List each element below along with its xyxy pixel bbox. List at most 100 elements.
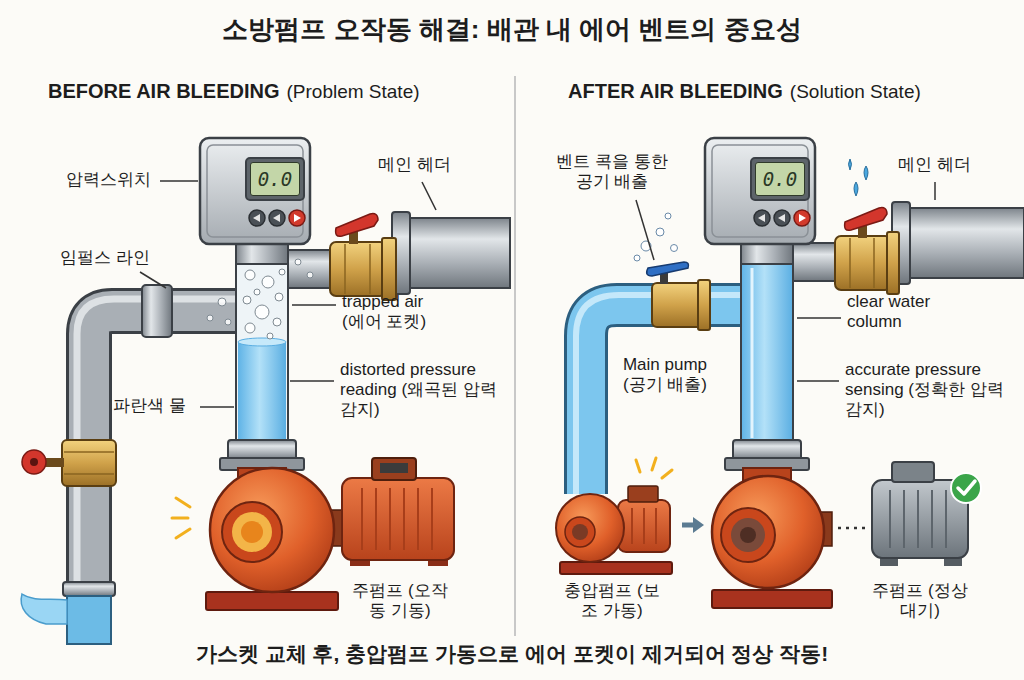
illustration-part [279, 269, 285, 275]
diagram-caption: 가스켓 교체 후, 충압펌프 가동으로 에어 포켓이 제거되어 정상 작동! [0, 642, 1024, 667]
illustration-part [307, 272, 313, 278]
water-tube [741, 262, 793, 444]
illustration-part [887, 232, 899, 294]
illustration-part [656, 228, 664, 236]
illustration-part [556, 494, 624, 562]
illustration-part [586, 305, 745, 494]
illustration-part [380, 463, 408, 473]
illustration-part [389, 488, 391, 550]
illustration-part [636, 200, 654, 260]
illustration-part [652, 458, 656, 470]
flow-arrow [682, 517, 704, 533]
illustration-part [740, 527, 756, 543]
air-tube [207, 259, 313, 444]
illustration-part [64, 451, 114, 453]
illustration-part [207, 315, 213, 321]
lcd-display: 0.0 [250, 162, 300, 196]
illustration-part [140, 272, 166, 288]
illustration-part [698, 280, 710, 330]
illustration-part [210, 468, 334, 592]
pump-node: 주펌프 (정상 대기) [705, 455, 995, 625]
part-label: 메인 헤더 [378, 155, 451, 175]
illustration-part [958, 481, 975, 494]
illustration-part [403, 488, 405, 550]
pressure-switch [200, 138, 310, 264]
illustration-part [232, 512, 272, 552]
callout-label: trapped air (에어 포켓) [342, 292, 442, 332]
illustration-part [241, 521, 263, 543]
callout-label: clear water column [847, 292, 957, 332]
illustration-part [176, 498, 190, 507]
illustration-part [218, 298, 226, 306]
illustration-part [618, 500, 670, 552]
illustration-part [712, 590, 832, 608]
illustration-part [797, 317, 841, 319]
illustration-part [67, 596, 111, 644]
callout-label: accurate pressure sensing (정확한 압력 감지) [845, 360, 1005, 420]
pressure-switch [705, 138, 815, 264]
illustration-part [892, 462, 934, 482]
pump-label: 주펌프 (정상 대기) [865, 581, 975, 621]
illustration-part [586, 305, 745, 494]
illustration-part [63, 582, 115, 596]
part-label: 압력스위치 [66, 170, 151, 190]
illustration-part [422, 182, 436, 210]
illustration-part [254, 289, 260, 295]
illustration-part [731, 518, 765, 552]
illustration-part [890, 490, 946, 548]
illustration-part [375, 488, 377, 550]
illustration-part [273, 318, 281, 326]
panel-subheading: (Problem State) [287, 81, 420, 103]
callout-label: Main pump (공기 배출) [619, 355, 711, 395]
illustration-part [369, 244, 371, 294]
illustration-part [951, 473, 981, 503]
part-label: 임펄스 라인 [60, 248, 150, 268]
illustration-part [238, 342, 286, 442]
illustration-part [62, 440, 116, 486]
illustration-part [634, 255, 640, 261]
illustration-part [255, 305, 269, 319]
arrow-head [693, 517, 704, 533]
illustration-part [207, 259, 313, 339]
illustration-part [741, 262, 793, 444]
illustration-part [431, 488, 433, 550]
illustration-part [392, 212, 510, 294]
illustration-part [854, 182, 858, 196]
panel-heading: BEFORE AIR BLEEDING [48, 80, 280, 104]
leader-lines [140, 181, 935, 407]
illustration-part [382, 238, 396, 300]
illustration-part [176, 529, 190, 538]
illustration-part [634, 213, 678, 261]
illustration-part [565, 517, 595, 547]
illustration-part [64, 473, 114, 475]
illustration-part [362, 488, 432, 550]
pump-label: 주펌프 (오작동 기동) [345, 581, 455, 621]
illustration-part [295, 259, 301, 265]
illustration-part [172, 498, 190, 538]
illustration-part [372, 458, 416, 480]
illustration-part [889, 490, 891, 548]
illustration-part [243, 296, 251, 304]
illustration-part [336, 214, 378, 237]
illustration-part [245, 323, 255, 333]
illustration-part [632, 508, 656, 544]
illustration-part [560, 562, 672, 574]
illustration-part [652, 283, 702, 327]
display-reading: 0.0 [763, 168, 797, 190]
illustration-part [647, 262, 689, 276]
illustration-part [931, 490, 933, 548]
illustration-part [712, 476, 824, 588]
illustration-part [864, 166, 868, 180]
illustration-part [267, 333, 273, 339]
pump-node: 주펌프 (오작동 기동) [195, 455, 465, 625]
illustration-part [172, 517, 188, 520]
illustration-part [665, 213, 671, 219]
pump-node: 충압펌프 (보조 가동) [548, 475, 680, 625]
illustration-part [900, 208, 1024, 278]
illustration-part [330, 242, 386, 296]
display-reading: 0.0 [258, 168, 292, 190]
illustration-part [342, 478, 454, 560]
callout-label: distorted pressure reading (왜곡된 압력 감지) [340, 360, 500, 420]
tube-fittings [220, 440, 304, 470]
